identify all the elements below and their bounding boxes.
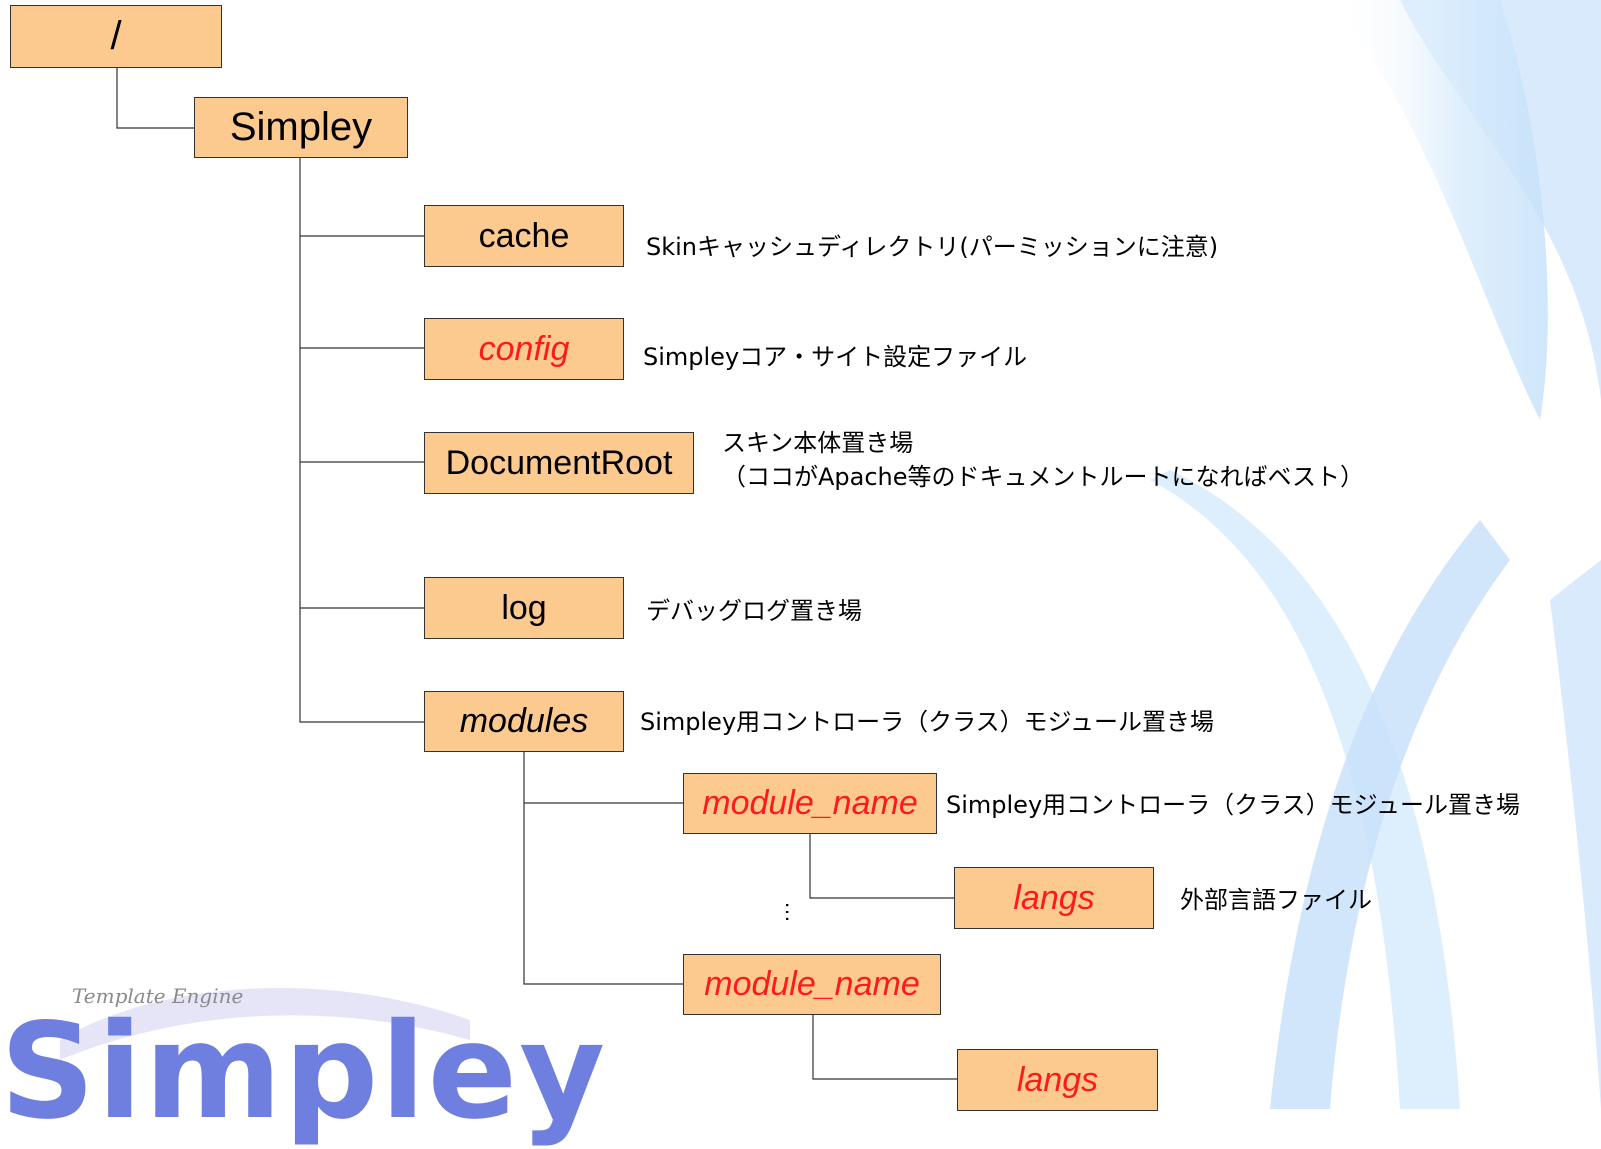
langs-folder-node-1: langs (954, 867, 1154, 929)
root-folder-node: / (10, 5, 222, 68)
documentroot-description-line1: スキン本体置き場 (722, 429, 914, 457)
documentroot-folder-node: DocumentRoot (424, 432, 694, 494)
langs-description: 外部言語ファイル (1180, 886, 1372, 914)
config-folder-node: config (424, 318, 624, 380)
documentroot-description-line2: （ココがApache等のドキュメントルートになればベスト） (722, 463, 1365, 491)
simpley-folder-node: Simpley (194, 97, 408, 158)
tree-connectors (116, 68, 957, 1080)
module-name-folder-node-1: module_name (683, 773, 937, 834)
logo-title: Simpley (0, 995, 608, 1149)
logo-subtitle: Template Engine (72, 984, 244, 1008)
modules-description: Simpley用コントローラ（クラス）モジュール置き場 (640, 708, 1214, 736)
log-description: デバッグログ置き場 (646, 597, 862, 625)
config-description: Simpleyコア・サイト設定ファイル (643, 343, 1028, 371)
vertical-ellipsis: … (781, 901, 806, 923)
cache-description: Skinキャッシュディレクトリ(パーミッションに注意) (646, 233, 1219, 261)
module-name-folder-node-2: module_name (683, 954, 941, 1015)
cache-folder-node: cache (424, 205, 624, 267)
langs-folder-node-2: langs (957, 1049, 1158, 1111)
log-folder-node: log (424, 577, 624, 639)
module-name-description: Simpley用コントローラ（クラス）モジュール置き場 (946, 791, 1520, 819)
modules-folder-node: modules (424, 691, 624, 752)
background-swoosh (1150, 0, 1601, 1109)
logo-swoosh (60, 987, 470, 1060)
